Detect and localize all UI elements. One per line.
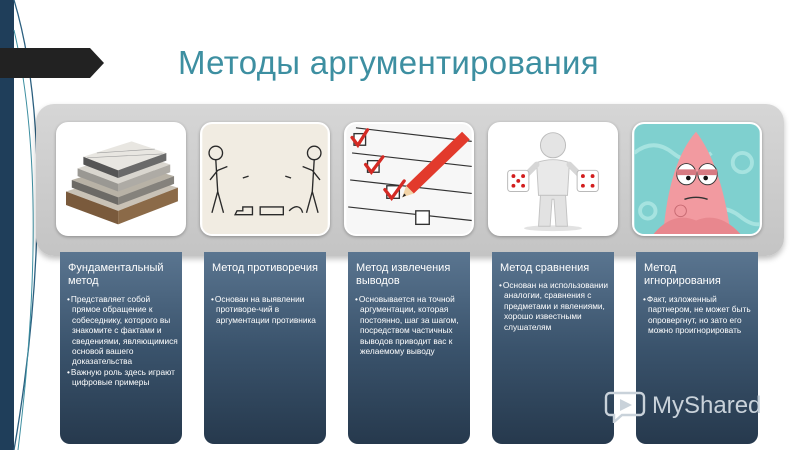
card-bullets: Основывается на точной аргументации, кот… [355, 294, 467, 356]
method-card-fundamental: Фундаментальный метод Представляет собой… [56, 122, 186, 446]
card-panel [204, 252, 326, 444]
watermark-text: MyShared [652, 392, 762, 419]
card-bullets: Основан на выявлении противоре-чий в арг… [211, 294, 323, 325]
card-title: Метод извлечения выводов [356, 262, 451, 287]
card-title: Метод противоречия [212, 262, 318, 274]
card-bullet: Основан на выявлении противоре-чий в арг… [211, 294, 323, 325]
card-bullets: Представляет собой прямое обращение к со… [67, 294, 179, 388]
method-card-ignoring: Метод игнорирования Факт, изложенный пар… [632, 122, 762, 446]
slide-title: Методы аргументирования [178, 44, 599, 81]
patrick-cartoon-icon [632, 122, 762, 236]
card-title: Фундаментальный метод [68, 262, 164, 287]
building-layers-icon [56, 122, 186, 236]
checklist-pencil-icon [344, 122, 474, 236]
argument-people-icon [200, 122, 330, 236]
card-title: Метод сравнения [500, 262, 590, 274]
card-bullet: Основывается на точной аргументации, кот… [355, 294, 467, 356]
card-title: Метод игнорирования [644, 262, 721, 287]
card-bullets: Факт, изложенный партнером, не может быт… [643, 294, 755, 336]
card-bullet: Основан на использовании аналогии, сравн… [499, 280, 611, 332]
card-bullets: Основан на использовании аналогии, сравн… [499, 280, 611, 332]
method-card-comparison: Метод сравнения Основан на использовании… [488, 122, 618, 446]
watermark: MyShared [604, 386, 761, 426]
method-card-conclusions: Метод извлечения выводов Основывается на… [344, 122, 474, 446]
dice-figure-icon [488, 122, 618, 236]
myshared-logo-icon [604, 391, 646, 423]
card-bullet: Представляет собой прямое обращение к со… [67, 294, 179, 367]
left-decor-band [0, 0, 14, 450]
title-arrow-icon [0, 48, 104, 78]
card-bullet: Факт, изложенный партнером, не может быт… [643, 294, 755, 336]
method-card-contradiction: Метод противоречия Основан на выявлении … [200, 122, 330, 446]
card-bullet: Важную роль здесь играют цифровые пример… [67, 367, 179, 388]
card-panel [636, 252, 758, 444]
